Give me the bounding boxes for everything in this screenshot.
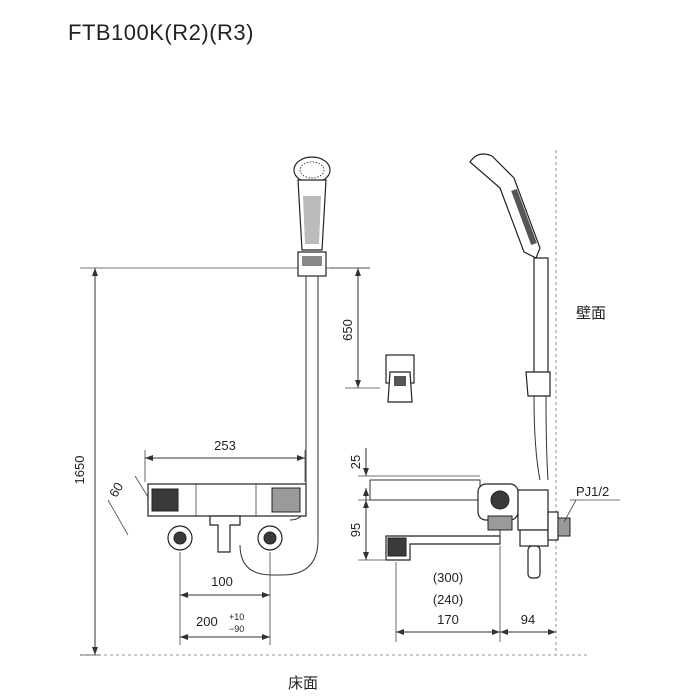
dim-94: 94: [500, 612, 556, 635]
dim-170-label: 170: [437, 612, 459, 627]
dim-240-label: (240): [433, 592, 463, 607]
dim-253: 253: [144, 438, 306, 482]
wall-hanger: [385, 354, 415, 403]
dim-1650: 1650: [72, 268, 98, 655]
wall-label: 壁面: [576, 305, 606, 322]
dim-1650-label: 1650: [72, 456, 87, 485]
dim-650-label: 650: [340, 319, 355, 341]
dim-100: 100: [179, 552, 271, 645]
faucet-body-side: [369, 479, 571, 579]
shower-head-front: [293, 156, 331, 251]
dim-95-label: 95: [348, 523, 363, 537]
dim-200-label: 200: [196, 614, 218, 629]
dim-200: 200 +10 −90: [180, 612, 270, 640]
dim-60-label: 60: [106, 480, 126, 500]
dim-253-label: 253: [214, 438, 236, 453]
thread-label: PJ1/2: [576, 484, 609, 499]
dim-25-label: 25: [348, 455, 363, 469]
thread-callout: PJ1/2: [563, 484, 620, 523]
dim-650: 650: [330, 267, 380, 389]
dim-94-label: 94: [521, 612, 535, 627]
dim-170: (300) (240) 170: [395, 546, 501, 642]
dim-200-tol-minus: −90: [229, 624, 244, 634]
faucet-body-front: [147, 483, 307, 553]
dim-100-label: 100: [211, 574, 233, 589]
shower-head-side: [469, 153, 541, 259]
dim-200-tol-plus: +10: [229, 612, 244, 622]
dim-300-label: (300): [433, 570, 463, 585]
floor-label: 床面: [288, 675, 318, 692]
slide-bar-side: [525, 257, 551, 481]
shower-holder-front: [297, 251, 327, 277]
dim-95: 95: [348, 499, 480, 561]
model-title: FTB100K(R2)(R3): [68, 20, 254, 45]
dim-25: 25: [348, 448, 480, 502]
